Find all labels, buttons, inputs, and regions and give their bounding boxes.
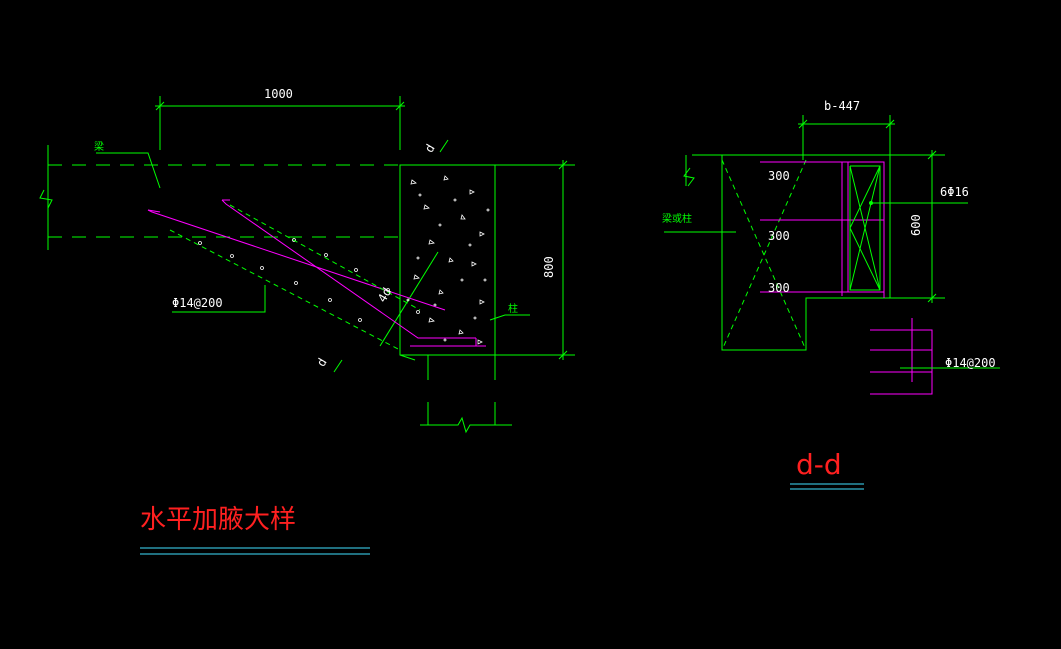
rebar-dots [198, 238, 420, 322]
spacing-3: 300 [768, 281, 790, 295]
main-rebar-label: 6Φ16 [940, 185, 969, 199]
dimension-1000: 1000 [155, 87, 405, 150]
section-mark-bottom: d [314, 356, 330, 369]
beam-or-column-label: 梁或柱 [662, 212, 692, 225]
rebar-leader: Φ14@200 [172, 285, 266, 313]
section-marks: d d 4d [314, 139, 449, 373]
dim-width-right: b-447 [824, 99, 860, 113]
section-title: d-d [796, 448, 842, 481]
concrete-hatch [406, 175, 490, 345]
rebar-label: Φ14@200 [172, 296, 223, 310]
beam-outline: 梁 [39, 140, 400, 250]
dim-height-text: 800 [542, 256, 556, 278]
column-label: 柱 [508, 302, 518, 315]
right-section: b-447 梁或柱 300 300 300 600 [662, 99, 1000, 490]
spacing-2: 300 [768, 229, 790, 243]
detail-title: 水平加腋大样 [140, 505, 296, 535]
haunch-rebars [147, 199, 486, 347]
dim-width-text: 1000 [264, 87, 293, 101]
stirrup-label: Φ14@200 [945, 356, 996, 370]
beam-label: 梁 [94, 140, 104, 153]
diag-dim-text: 4d [375, 285, 394, 305]
spacing-1: 300 [768, 169, 790, 183]
haunch-dashes [169, 204, 421, 351]
column-block: 800 柱 [379, 160, 575, 434]
section-mark-top: d [422, 142, 438, 155]
dim-height-right: 600 [909, 214, 923, 236]
left-detail: 1000 梁 800 [39, 87, 575, 555]
